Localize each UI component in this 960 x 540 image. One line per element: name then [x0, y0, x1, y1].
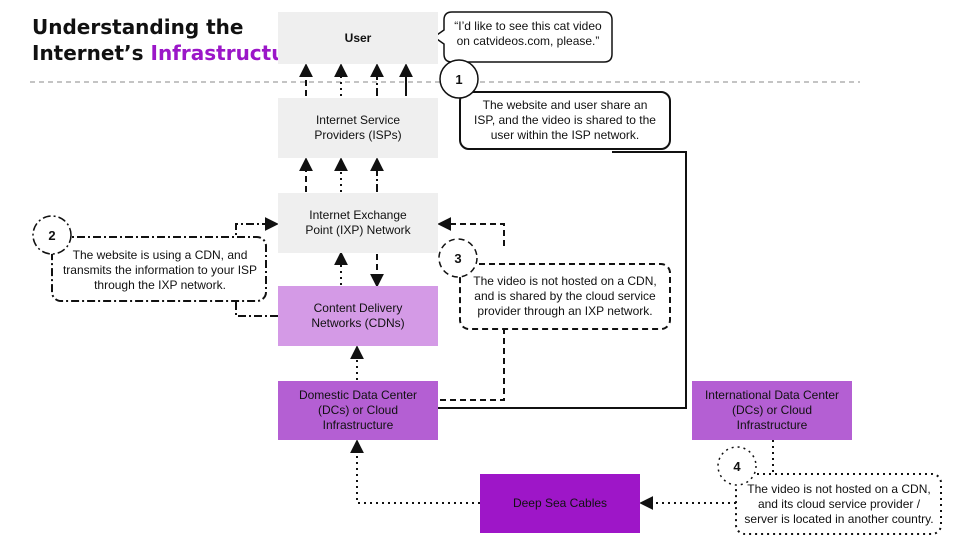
- callout-4-text: The video is not hosted on a CDN, and it…: [744, 482, 934, 526]
- title-line-2-prefix: Internet’s: [32, 41, 151, 65]
- callout-2-number: 2: [48, 227, 56, 243]
- callout-1-number: 1: [455, 71, 463, 87]
- callout-2-frame: [51, 236, 267, 302]
- route-1-solid: [438, 151, 687, 409]
- callout-2-text: The website is using a CDN, and transmit…: [62, 248, 258, 292]
- route-4-cables-to-dc: [350, 439, 480, 504]
- node-deep-sea-cables: Deep Sea Cables: [480, 474, 640, 533]
- speech-bubble-text: “I’d like to see this cat video on catvi…: [454, 19, 602, 48]
- node-domestic-dc: Domestic Data Center (DCs) or Cloud Infr…: [278, 381, 438, 440]
- callout-3-frame: [459, 263, 671, 330]
- callout-1-frame: [459, 91, 671, 150]
- callout-2-badge: [32, 215, 72, 255]
- node-ixp: Internet Exchange Point (IXP) Network: [278, 193, 438, 253]
- callout-4-number: 4: [733, 458, 741, 474]
- node-cdn: Content Delivery Networks (CDNs): [278, 286, 438, 346]
- callout-3-text: The video is not hosted on a CDN, and is…: [473, 274, 657, 318]
- callout-1-badge: [439, 59, 479, 99]
- callout-4-badge: [717, 446, 757, 486]
- node-isp: Internet Service Providers (ISPs): [278, 98, 438, 158]
- callout-4-frame: [735, 473, 942, 535]
- callout-3-badge: [438, 238, 478, 278]
- route-3-dashed-up: [437, 217, 505, 246]
- title-line-1: Understanding the: [32, 15, 244, 39]
- route-3-dashed: [440, 330, 505, 401]
- node-user: User: [278, 12, 438, 64]
- callout-3-number: 3: [454, 250, 462, 266]
- node-international-dc: International Data Center (DCs) or Cloud…: [692, 381, 852, 440]
- callout-1-text: The website and user share an ISP, and t…: [474, 98, 656, 142]
